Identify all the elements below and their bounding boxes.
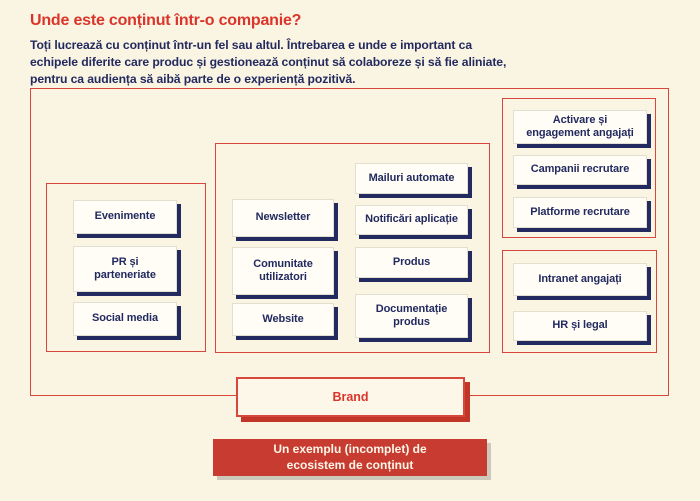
page-subtitle: Toți lucrează cu conținut într-un fel sa…	[30, 37, 530, 87]
node-intranet-angajati: Intranet angajați	[513, 263, 647, 296]
caption-line-1: Un exemplu (incomplet) de	[273, 442, 427, 457]
node-activare-engagement-angajati: Activare și engagement angajați	[513, 110, 647, 144]
node-website: Website	[232, 303, 334, 336]
node-documentatie-produs: Documentație produs	[355, 294, 468, 338]
node-comunitate-utilizatori: Comunitate utilizatori	[232, 247, 334, 295]
node-notificari-aplicatie: Notificări aplicație	[355, 205, 468, 235]
node-mailuri-automate: Mailuri automate	[355, 163, 468, 194]
node-platforme-recrutare: Platforme recrutare	[513, 197, 647, 228]
group-left-boundary	[46, 183, 206, 352]
node-newsletter: Newsletter	[232, 199, 334, 237]
diagram-caption: Un exemplu (incomplet) de ecosistem de c…	[213, 439, 487, 476]
node-hr-si-legal: HR și legal	[513, 311, 647, 341]
node-social-media: Social media	[73, 302, 177, 336]
group-middle-boundary	[215, 143, 490, 353]
page-title: Unde este conținut într-o companie?	[30, 12, 302, 29]
subtitle-line-1: Toți lucrează cu conținut într-un fel sa…	[30, 38, 473, 52]
subtitle-line-3: pentru ca audiența să aibă parte de o ex…	[30, 71, 356, 86]
subtitle-line-2: echipele diferite care produc și gestion…	[30, 54, 507, 69]
group-right-bottom-boundary	[502, 250, 657, 353]
node-evenimente: Evenimente	[73, 200, 177, 234]
node-brand: Brand	[236, 377, 465, 417]
node-produs: Produs	[355, 247, 468, 278]
node-campanii-recrutare: Campanii recrutare	[513, 155, 647, 185]
caption-line-2: ecosistem de conținut	[286, 457, 414, 472]
node-pr-si-parteneriate: PR și parteneriate	[73, 246, 177, 292]
group-right-top-boundary	[502, 98, 656, 238]
